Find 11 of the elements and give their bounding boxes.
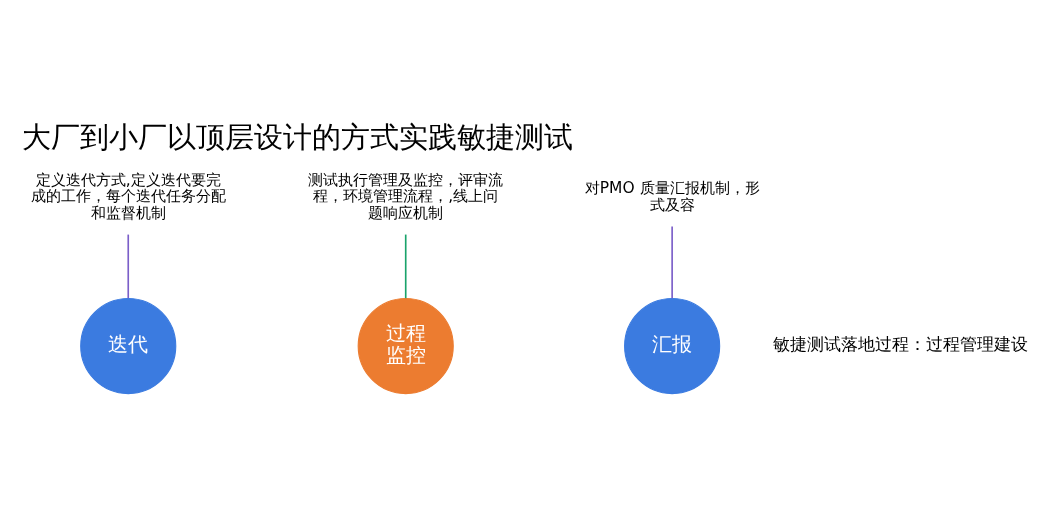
connector — [671, 225, 673, 299]
node-circle: 汇报 — [624, 297, 721, 394]
connector — [127, 233, 130, 299]
node-text: 对PMO 质量汇报机制，形式及容 — [584, 178, 760, 214]
node-text: 测试执行管理及监控，评审流程，环境管理流程，,线上问题响应机制 — [308, 170, 504, 222]
node-circle: 过程监控 — [357, 297, 454, 394]
connector — [404, 233, 407, 299]
node-text: 定义迭代方式,定义迭代要完成的工作，每个迭代任务分配和监督机制 — [30, 170, 226, 222]
label: 敏捷测试落地过程：过程管理建设 — [773, 334, 1029, 354]
diagram-title: 大厂到小厂以顶层设计的方式实践敏捷测试 — [22, 119, 574, 154]
node-circle: 迭代 — [80, 297, 177, 394]
